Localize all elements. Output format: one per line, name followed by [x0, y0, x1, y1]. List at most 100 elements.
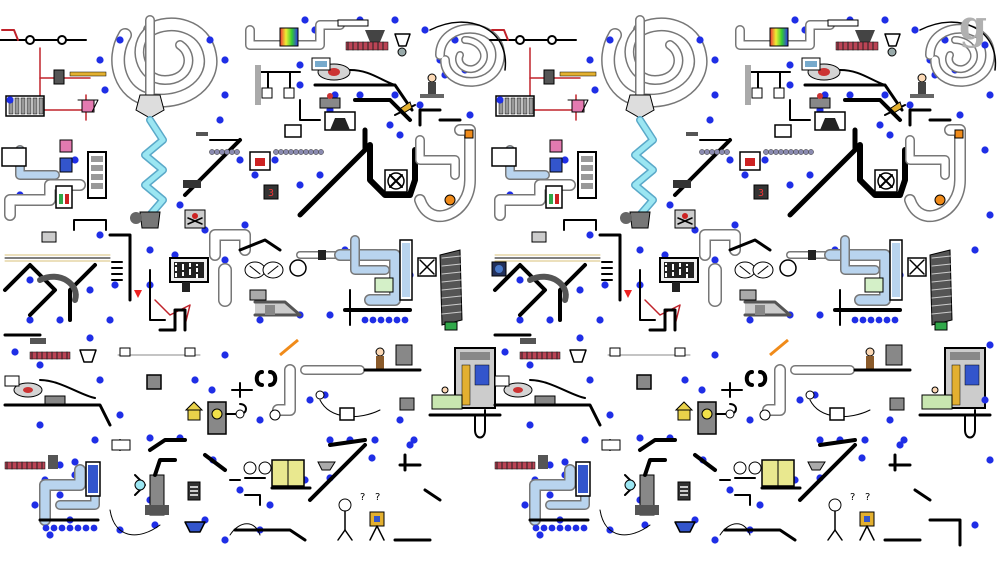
question-icon: ?	[850, 492, 855, 503]
connector-dot	[368, 454, 376, 462]
noise-pixel	[665, 275, 667, 277]
chain-link	[313, 149, 319, 155]
connector-dot	[171, 251, 179, 259]
connector-dot	[821, 91, 829, 99]
noise-pixel	[672, 272, 674, 274]
flask-icon	[620, 212, 632, 224]
noise-pixel	[665, 267, 667, 269]
connector-dot	[606, 411, 614, 419]
spring-coil	[494, 461, 536, 470]
rainbow-box	[279, 27, 299, 47]
wire-line	[299, 99, 321, 121]
drum-core	[328, 68, 340, 76]
connector-dot	[526, 361, 534, 369]
roller-icon	[572, 524, 580, 532]
logo-icon: g	[959, 2, 987, 49]
thin-wire	[719, 523, 751, 536]
person-icon	[427, 73, 437, 83]
noise-pixel	[182, 268, 184, 270]
orange-stick	[279, 338, 299, 357]
skull-icon	[192, 213, 198, 219]
orange-stick	[769, 338, 789, 357]
rail-diagonal	[787, 127, 858, 218]
connector-dot	[601, 281, 609, 289]
anvil-rect	[538, 455, 548, 469]
rail-path	[638, 438, 677, 452]
connector-dot	[666, 201, 674, 209]
scene-extras	[491, 41, 994, 547]
connector-dot	[586, 376, 594, 384]
connector-dot	[596, 316, 604, 324]
connector-dot	[786, 61, 794, 69]
pipe-loop-inner	[112, 18, 217, 107]
roller-icon	[875, 316, 883, 324]
pulley-icon	[725, 409, 735, 419]
sign-rect	[183, 180, 201, 188]
bucket-shape	[855, 30, 875, 42]
anvil-rect	[48, 455, 58, 469]
rack-box	[751, 87, 763, 99]
connector-dot	[391, 16, 399, 24]
wire-line	[719, 477, 756, 481]
connector-dot	[971, 246, 979, 254]
connector-dot	[496, 96, 504, 104]
roller-icon	[90, 524, 98, 532]
connector-dot	[876, 121, 884, 129]
connector-dot	[26, 316, 34, 324]
swirl-line	[429, 21, 507, 71]
cross-path	[721, 382, 743, 398]
bracket-path	[158, 308, 187, 332]
connector-dot	[846, 91, 854, 99]
rack-box	[773, 87, 785, 99]
pipe-loop-inner	[602, 18, 707, 107]
connector-dot	[791, 16, 799, 24]
spring-coil	[835, 41, 879, 51]
aqua-tube	[142, 117, 166, 218]
connector-dot	[546, 461, 554, 469]
small-box	[601, 439, 621, 451]
gauge-icon	[258, 461, 272, 475]
roller-icon	[50, 524, 58, 532]
noise-pixel	[189, 271, 191, 273]
connector-dot	[56, 491, 64, 499]
tank-fill	[892, 243, 900, 297]
rail-path	[598, 233, 622, 302]
arm-path	[39, 379, 96, 399]
connector-dot	[906, 101, 914, 109]
rail-path	[803, 83, 904, 112]
connector-dot	[501, 348, 509, 356]
monitor-icon	[284, 124, 302, 138]
question-icon: ?	[360, 492, 365, 503]
control-box	[1, 147, 27, 167]
chain-link	[278, 149, 284, 155]
rail-path	[238, 238, 282, 252]
connector-dot	[816, 436, 824, 444]
stack-shape	[929, 249, 953, 326]
scene-tile-left: 3??	[0, 15, 507, 544]
noise-pixel	[672, 274, 674, 276]
green-box	[374, 277, 394, 293]
orange-valve	[954, 129, 964, 139]
red-wire	[491, 29, 509, 41]
skull-icon	[682, 213, 688, 219]
connector-dot	[911, 26, 919, 34]
noise-pixel	[665, 273, 667, 275]
roller-icon	[867, 316, 875, 324]
noise-pixel	[182, 274, 184, 276]
machine-light	[745, 158, 755, 166]
connector-dot	[6, 96, 14, 104]
chain-link	[798, 149, 804, 155]
gear-icon	[289, 259, 307, 277]
aqua-tube	[632, 117, 656, 218]
stand-line	[337, 529, 346, 541]
telephone-key	[190, 486, 198, 488]
chain-link	[778, 149, 784, 155]
connector-dot	[746, 416, 754, 424]
connector-dot	[331, 91, 339, 99]
noise-pixel	[182, 272, 184, 274]
duct-pipe-blue-inner	[351, 236, 389, 274]
connector-dot	[816, 311, 824, 319]
control-box	[491, 147, 517, 167]
connector-dot	[101, 86, 109, 94]
